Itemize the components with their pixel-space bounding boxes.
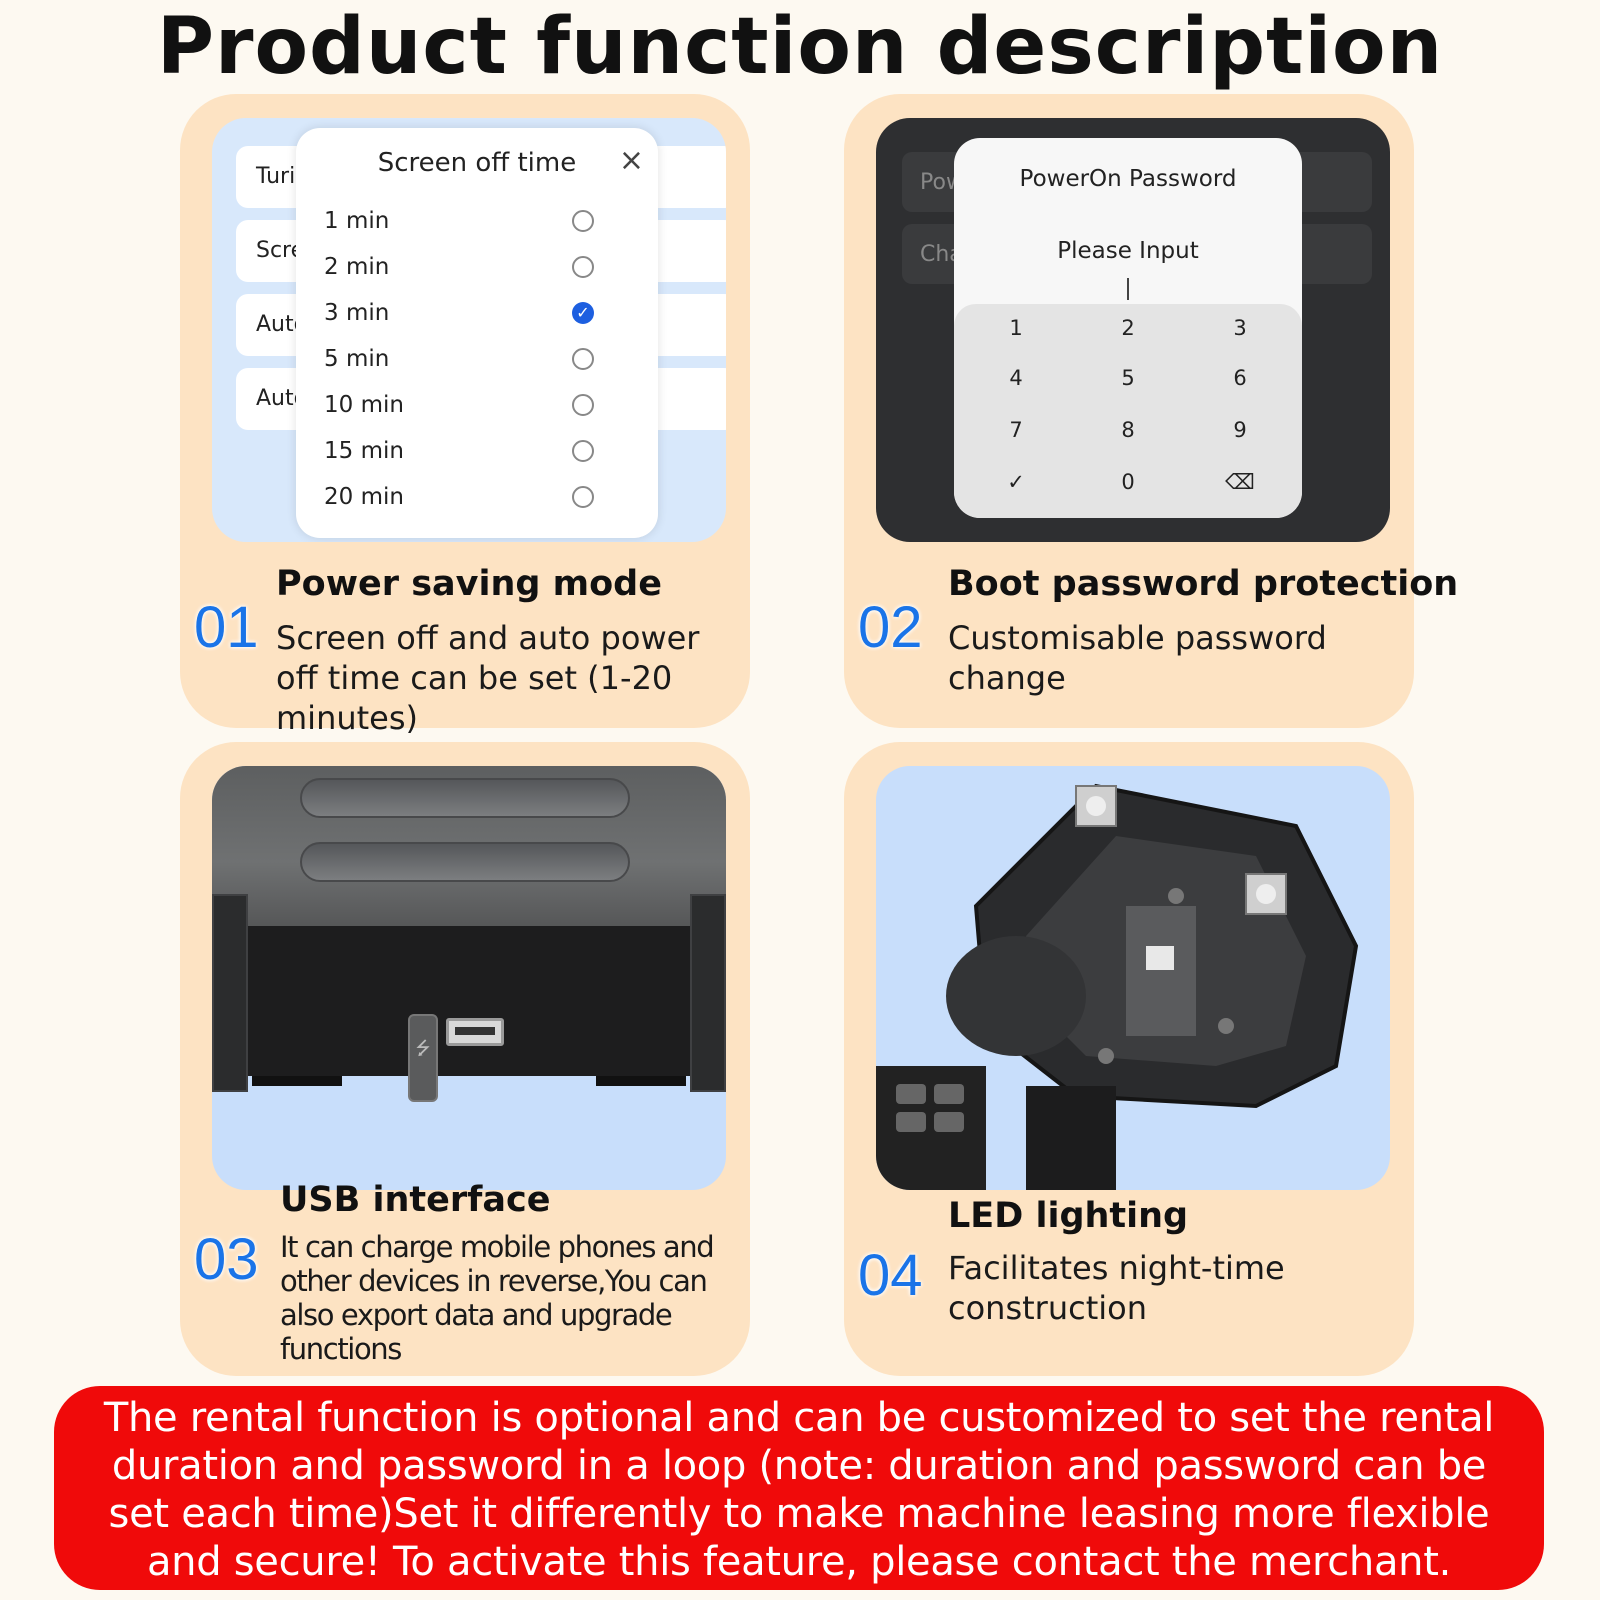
key-6[interactable]: 6 (1233, 366, 1247, 390)
feature-description: Screen off and auto power off time can b… (276, 619, 700, 737)
feature-card-led: 04 LED lighting Facilitates night-time c… (844, 742, 1414, 1376)
feature-description: Facilitates night-time construction (948, 1249, 1285, 1327)
option-label: 1 min (324, 208, 390, 234)
numeric-keypad: 1 2 3 4 5 6 7 8 9 ✓ 0 ⌫ (954, 304, 1302, 518)
key-1[interactable]: 1 (1009, 316, 1023, 340)
option-5-min[interactable]: 5 min (324, 346, 624, 376)
option-20-min[interactable]: 20 min (324, 484, 624, 514)
option-label: 10 min (324, 392, 404, 418)
device-housing-bottom (212, 926, 726, 1076)
text-cursor[interactable] (1127, 278, 1129, 300)
housing-groove (300, 778, 630, 818)
key-9[interactable]: 9 (1233, 418, 1247, 442)
dialog-title: PowerOn Password (1019, 166, 1237, 192)
radio-unchecked-icon[interactable] (572, 348, 594, 370)
feature-title: Power saving mode (276, 564, 662, 604)
option-15-min[interactable]: 15 min (324, 438, 624, 468)
poweron-password-dialog: PowerOn Password Please Input 1 2 3 4 5 … (954, 138, 1302, 518)
key-2[interactable]: 2 (1121, 316, 1135, 340)
password-prompt: Please Input (1057, 238, 1199, 264)
radio-unchecked-icon[interactable] (572, 394, 594, 416)
feature-number: 01 (194, 595, 259, 660)
page-title: Product function description (156, 2, 1444, 92)
confirm-check-icon[interactable]: ✓ (1007, 470, 1025, 494)
key-8[interactable]: 8 (1121, 418, 1135, 442)
side-bracket (690, 894, 726, 1092)
radio-unchecked-icon[interactable] (572, 256, 594, 278)
rental-function-banner: The rental function is optional and can … (54, 1386, 1544, 1590)
option-label: 15 min (324, 438, 404, 464)
feature-number: 03 (194, 1227, 259, 1292)
screen-off-time-dialog: Screen off time × 1 min 2 min 3 min ✓ 5 … (296, 128, 658, 538)
close-icon[interactable]: × (618, 143, 644, 178)
banner-text: The rental function is optional and can … (103, 1395, 1495, 1585)
feature-title: USB interface (280, 1180, 551, 1220)
usb-port-contacts (455, 1027, 495, 1035)
key-7[interactable]: 7 (1009, 418, 1023, 442)
usb-symbol-icon: ⭍ (415, 1038, 431, 1059)
option-1-min[interactable]: 1 min (324, 208, 624, 238)
backspace-icon[interactable]: ⌫ (1225, 470, 1255, 494)
feature-title: LED lighting (948, 1196, 1189, 1236)
radio-checked-icon[interactable]: ✓ (572, 302, 594, 324)
housing-groove (300, 842, 630, 882)
option-label: 20 min (324, 484, 404, 510)
usb-rubber-cap: ⭍ (408, 1014, 438, 1102)
option-3-min[interactable]: 3 min ✓ (324, 300, 624, 330)
device-foot (252, 1076, 342, 1086)
poweron-password-screenshot: Pow Cha PowerOn Password Please Input 1 … (876, 118, 1390, 542)
radio-unchecked-icon[interactable] (572, 440, 594, 462)
led-lamp-illustration (876, 783, 1359, 1190)
feature-number: 02 (858, 595, 923, 660)
feature-number: 04 (858, 1243, 923, 1308)
key-4[interactable]: 4 (1009, 366, 1023, 390)
feature-card-boot-password: Pow Cha PowerOn Password Please Input 1 … (844, 94, 1458, 728)
dialog-title: Screen off time (377, 148, 577, 178)
feature-description: It can charge mobile phones and other de… (280, 1230, 715, 1366)
feature-card-usb: ⭍ 03 USB interface It can charge mobile … (180, 742, 750, 1376)
option-label: 2 min (324, 254, 390, 280)
option-label: 3 min (324, 300, 390, 326)
key-0[interactable]: 0 (1121, 470, 1135, 494)
feature-description: Customisable password change (948, 619, 1327, 697)
screen-off-time-screenshot: Turi Scre Auto Auto Screen off time × 1 … (212, 118, 726, 542)
key-5[interactable]: 5 (1121, 366, 1135, 390)
side-bracket (212, 894, 248, 1092)
option-label: 5 min (324, 346, 390, 372)
usb-port (446, 1018, 504, 1046)
feature-title: Boot password protection (948, 564, 1459, 604)
device-foot (596, 1076, 686, 1086)
led-lighting-photo (876, 766, 1390, 1190)
usb-interface-photo: ⭍ (212, 766, 726, 1190)
feature-card-power-saving: Turi Scre Auto Auto Screen off time × 1 … (180, 94, 750, 737)
radio-unchecked-icon[interactable] (572, 486, 594, 508)
option-2-min[interactable]: 2 min (324, 254, 624, 284)
option-10-min[interactable]: 10 min (324, 392, 624, 422)
key-3[interactable]: 3 (1233, 316, 1247, 340)
radio-unchecked-icon[interactable] (572, 210, 594, 232)
